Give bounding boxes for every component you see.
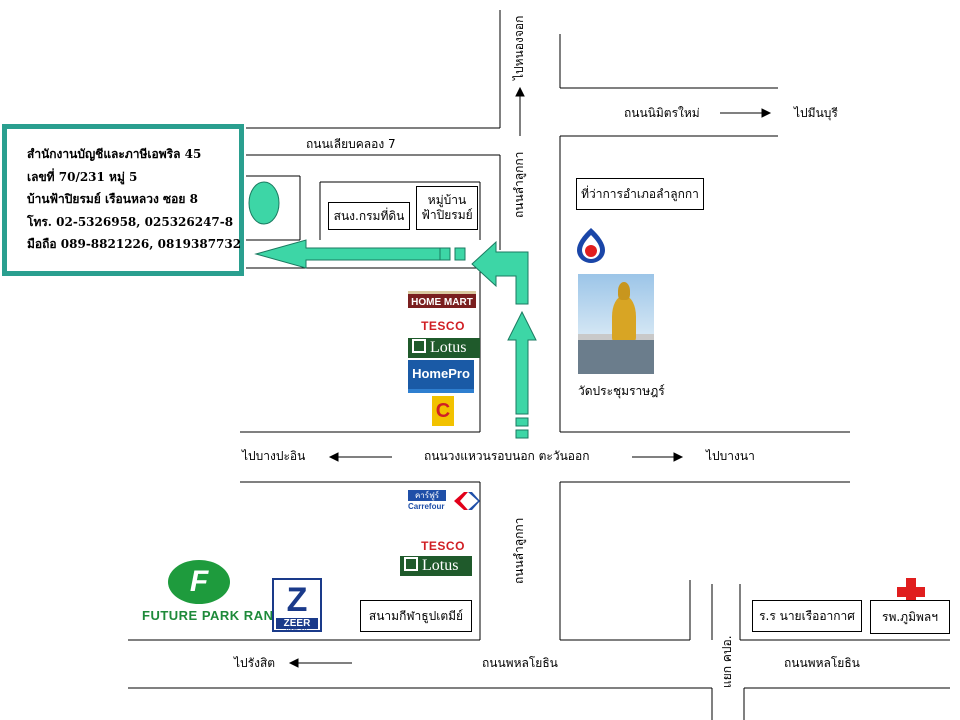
road-label-nimit-mai: ถนนนิมิตรใหม่ bbox=[624, 106, 700, 120]
road-label-phahonyothin-right: ถนนพหลโยธิน bbox=[784, 656, 860, 670]
arrowhead bbox=[673, 452, 684, 462]
temple-label: วัดประชุมราษฎร์ bbox=[578, 384, 665, 398]
office-name: สำนักงานบัญชีและภาษีเอพริล 45 bbox=[27, 147, 202, 161]
lotus-text: Lotus bbox=[430, 339, 467, 356]
road-label-leab-klong-7: ถนนเลียบคลอง 7 bbox=[306, 137, 396, 151]
village-box: หมู่บ้าน ฟ้าปิยรมย์ bbox=[416, 186, 478, 230]
home-mart-logo: HOME MART bbox=[408, 291, 476, 308]
lotus-square-icon bbox=[404, 557, 418, 571]
direction-to-min-buri: ไปมีนบุรี bbox=[794, 106, 838, 120]
zeer-sub-text: RANGSIT bbox=[285, 628, 309, 634]
hospital-cross-icon bbox=[897, 578, 925, 606]
tesco-logo-1: TESCO bbox=[421, 319, 465, 333]
office-phone: โทร. 02-5326958, 025326247-8 bbox=[27, 214, 234, 229]
route-arrow-north bbox=[507, 310, 537, 415]
direction-to-nong-chok: ไปหนองจอก bbox=[512, 15, 526, 80]
direction-arrows bbox=[288, 86, 772, 668]
route-dash bbox=[515, 429, 529, 439]
buddha-head bbox=[618, 282, 630, 300]
lotus-logo-2: Lotus bbox=[400, 556, 472, 576]
route-arrow-west bbox=[254, 239, 441, 269]
zeer-logo: Z ZEER RANGSIT bbox=[272, 578, 322, 634]
road-label-lam-luk-ka-north: ถนนลำลูกกา bbox=[512, 151, 526, 218]
carrefour-logo: คาร์ฟูร์ Carrefour bbox=[408, 490, 480, 512]
lotus-logo-1: Lotus bbox=[408, 338, 480, 358]
route-dash bbox=[454, 247, 466, 261]
road-edges bbox=[128, 10, 950, 720]
land-office-box: สนง.กรมที่ดิน bbox=[328, 202, 410, 230]
big-c-logo: C bbox=[432, 396, 454, 426]
road-label-lam-luk-ka-south: ถนนลำลูกกา bbox=[512, 517, 526, 584]
route-arrow-turn bbox=[471, 240, 529, 305]
air-force-school-box: ร.ร นายเรืออากาศ bbox=[752, 600, 862, 632]
office-address: เลขที่ 70/231 หมู่ 5 bbox=[27, 169, 138, 184]
arrowhead bbox=[328, 452, 339, 462]
arrowhead bbox=[288, 658, 299, 668]
hospital-box: รพ.ภูมิพลฯ bbox=[870, 600, 950, 634]
direction-to-rangsit: ไปรังสิต bbox=[234, 656, 276, 670]
road-label-outer-ring: ถนนวงแหวนรอบนอก ตะวันออก bbox=[424, 449, 590, 463]
direction-to-bang-na: ไปบางนา bbox=[706, 449, 755, 463]
route-dash bbox=[439, 247, 451, 261]
carrefour-en-text: Carrefour bbox=[408, 502, 445, 511]
route-dash bbox=[515, 417, 529, 427]
lotus-text: Lotus bbox=[422, 557, 459, 574]
zeer-mark: Z bbox=[276, 582, 318, 618]
road-label-kor-por-or: แยก คปอ. bbox=[720, 635, 734, 688]
direction-to-bang-pra-in: ไปบางปะอิน bbox=[242, 449, 306, 463]
ptt-logo-icon bbox=[577, 228, 605, 263]
arrowhead bbox=[761, 108, 772, 118]
temple-base bbox=[578, 340, 654, 374]
temple-photo bbox=[578, 274, 654, 374]
arrowhead bbox=[515, 86, 525, 97]
future-park-logo: F FUTURE PARK RANGSIT bbox=[142, 560, 305, 630]
route-arrows bbox=[254, 239, 537, 439]
tesco-logo-2: TESCO bbox=[421, 539, 465, 553]
carrefour-thai-text: คาร์ฟูร์ bbox=[408, 490, 446, 501]
office-info-box: สำนักงานบัญชีและภาษีเอพริล 45 เลขที่ 70/… bbox=[2, 124, 244, 276]
district-office-box: ที่ว่าการอำเภอลำลูกกา bbox=[576, 178, 704, 210]
carrefour-mark-icon bbox=[454, 492, 480, 510]
future-park-mark: F bbox=[168, 560, 230, 604]
stadium-box: สนามกีฬาธูปเตมีย์ bbox=[360, 600, 472, 632]
office-village: บ้านฟ้าปิยรมย์ เรือนหลวง ซอย 8 bbox=[27, 192, 198, 206]
lotus-square-icon bbox=[412, 339, 426, 353]
road-label-phahonyothin-left: ถนนพหลโยธิน bbox=[482, 656, 558, 670]
homepro-logo: HomePro bbox=[408, 360, 474, 393]
zeer-text: ZEER bbox=[276, 618, 318, 629]
green-oval-marker bbox=[248, 181, 280, 225]
buddha-statue bbox=[612, 296, 636, 342]
future-park-text: FUTURE PARK RANGSIT bbox=[142, 608, 306, 623]
office-mobile: มือถือ 089-8821226, 0819387732 bbox=[27, 237, 242, 251]
